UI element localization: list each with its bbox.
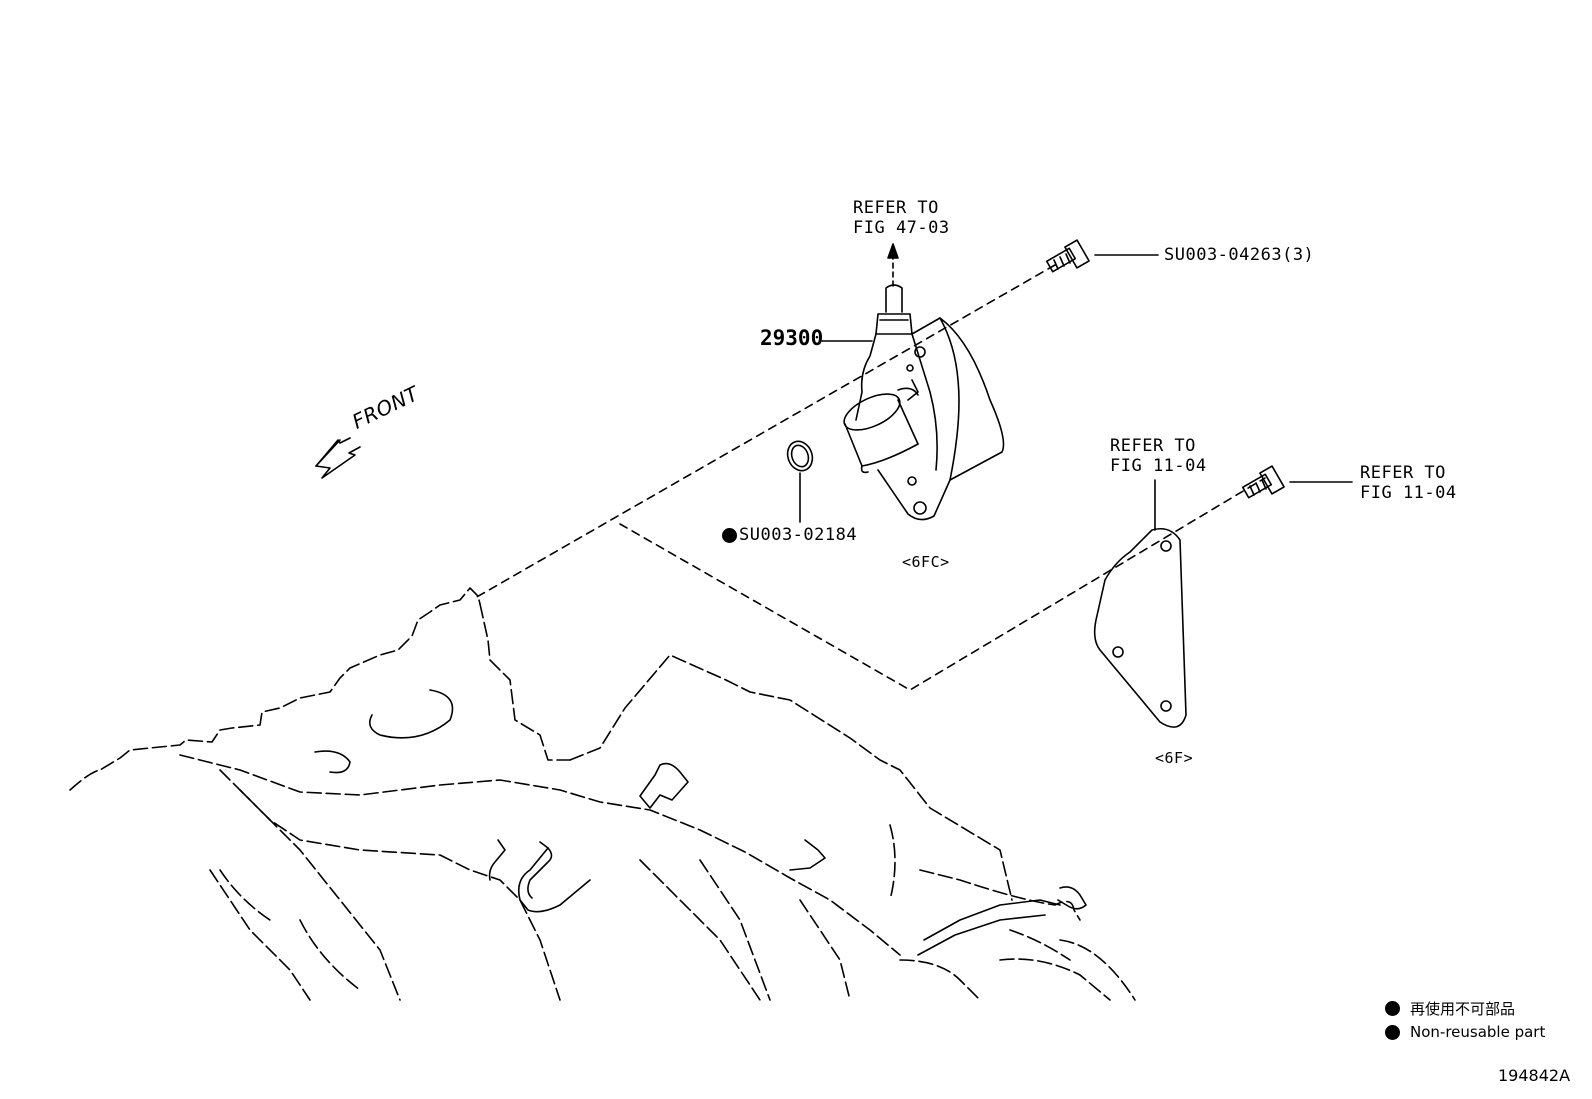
o-ring-icon [786, 440, 814, 472]
non-reusable-marker-icon [722, 527, 737, 543]
bolt-part-number: SU003-04263(3) [1164, 245, 1315, 265]
refer-fig-11-center-label: REFER TO FIG 11-04 [1110, 436, 1207, 476]
vacuum-pump-icon [843, 284, 1005, 521]
bolt-upper-icon [1045, 239, 1090, 273]
bolt-right-icon [1241, 465, 1285, 499]
refer-fig-47-label: REFER TO FIG 47-03 [853, 198, 950, 238]
refer-arrow [887, 243, 899, 287]
o-ring-part-number: SU003-02184 [739, 525, 858, 545]
refer-fig-11-right-label: REFER TO FIG 11-04 [1360, 463, 1457, 503]
engine-code-6f: <6F> [1155, 749, 1194, 767]
engine-code-6fc: <6FC> [902, 553, 950, 571]
main-part-number: 29300 [760, 326, 824, 350]
legend-jp: 再使用不可部品 [1385, 998, 1515, 1019]
assembly-dashed-lines [474, 264, 1266, 691]
front-arrow-icon [315, 437, 361, 479]
engine-details [314, 689, 1087, 956]
legend-en: Non-reusable part [1385, 1023, 1545, 1041]
figure-id: 194842A [1498, 1066, 1571, 1085]
engine-block-outline [69, 587, 1136, 1001]
o-ring-part-label: SU003-02184 [722, 525, 857, 545]
legend-dot-icon [1385, 1024, 1400, 1040]
gasket-plate-icon [1093, 527, 1187, 728]
legend-dot-icon [1385, 1001, 1400, 1016]
